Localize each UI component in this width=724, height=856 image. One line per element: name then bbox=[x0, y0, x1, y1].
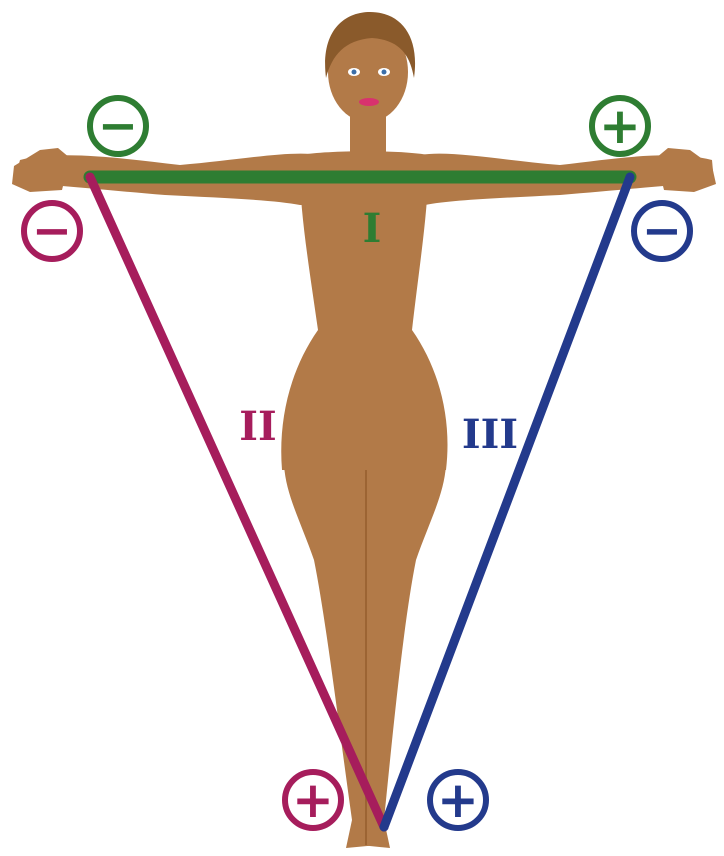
lead-III-label: III bbox=[462, 411, 518, 458]
plus-sign: + bbox=[599, 97, 641, 155]
pupil-right bbox=[352, 70, 357, 75]
right-hand bbox=[12, 148, 70, 192]
lead-III-negative-marker: − bbox=[634, 203, 690, 259]
lead-II-positive-marker: + bbox=[285, 771, 341, 829]
torso bbox=[281, 151, 447, 470]
lead-I-label: I bbox=[363, 205, 382, 252]
lead-II-label: II bbox=[239, 403, 276, 450]
lips bbox=[359, 98, 379, 106]
left-hand bbox=[656, 148, 716, 192]
plus-sign: + bbox=[437, 771, 479, 829]
lead-I-negative-marker: − bbox=[90, 98, 146, 154]
pupil-left bbox=[382, 70, 387, 75]
plus-sign: + bbox=[292, 771, 334, 829]
lead-II-negative-marker: − bbox=[24, 203, 80, 259]
lead-I-positive-marker: + bbox=[592, 97, 648, 155]
minus-sign: − bbox=[642, 203, 682, 259]
minus-sign: − bbox=[32, 203, 72, 259]
lead-III-positive-marker: + bbox=[430, 771, 486, 829]
minus-sign: − bbox=[98, 98, 138, 154]
